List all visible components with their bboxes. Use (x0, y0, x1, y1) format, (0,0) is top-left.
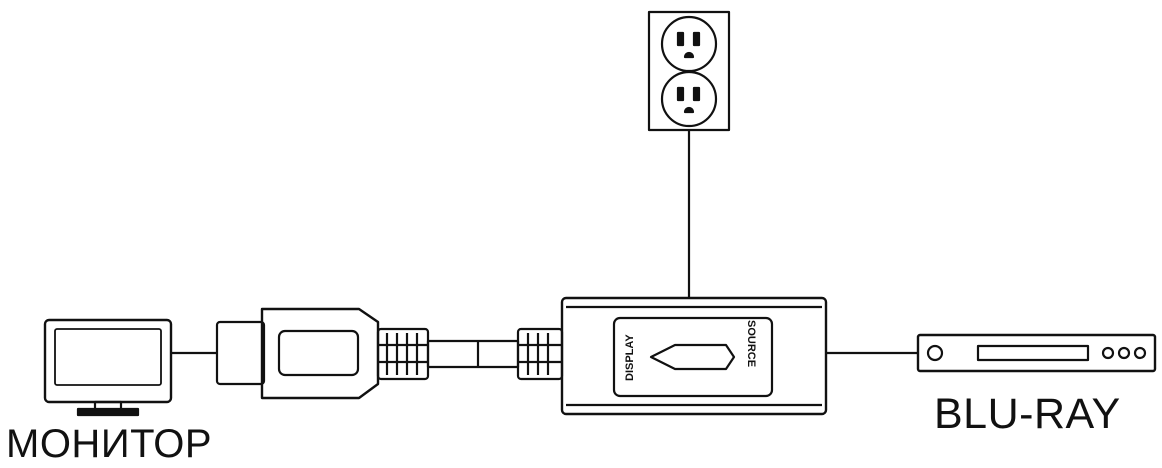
hdmi-plug (260, 307, 430, 400)
wall-outlet (647, 10, 731, 132)
power-inserter (560, 296, 828, 416)
port-label-display: DISPLAY (624, 334, 636, 381)
hdmi-cable (426, 339, 520, 369)
port-label-source: SOURCE (745, 320, 757, 367)
outlet-socket-top (660, 15, 718, 73)
bluray-label: BLU-RAY (934, 390, 1121, 438)
bluray-player-icon (916, 333, 1157, 373)
direction-arrow (649, 343, 736, 371)
outlet-socket-bottom (660, 70, 718, 128)
monitor-label: МОНИТОР (6, 422, 212, 466)
monitor-icon (43, 318, 173, 417)
adapter-strain-relief (516, 327, 564, 381)
hdmi-plug-tip (215, 320, 266, 386)
